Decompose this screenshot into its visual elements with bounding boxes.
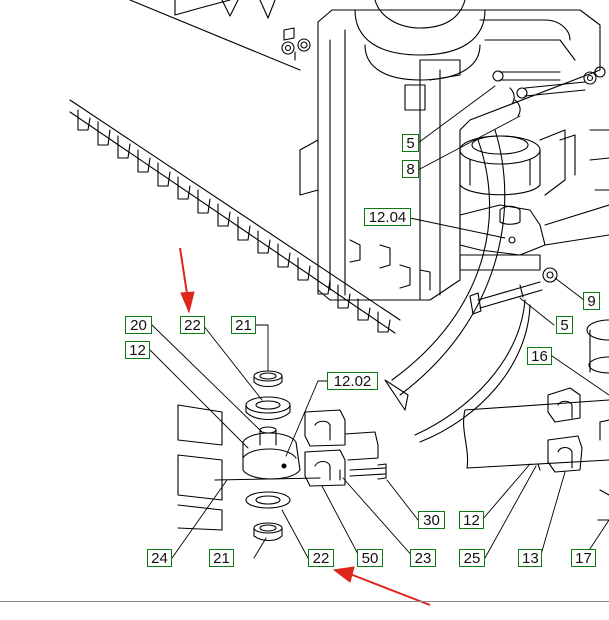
lower-arm-12-04 <box>459 204 609 271</box>
callout-12-02: 12.02 <box>327 372 378 390</box>
callout-21-top: 21 <box>231 316 256 334</box>
page-bottom-rule <box>0 601 609 602</box>
callout-13: 13 <box>518 549 542 567</box>
callout-50: 50 <box>357 549 383 567</box>
callout-5-right: 5 <box>556 316 573 334</box>
callout-30: 30 <box>418 511 445 529</box>
callout-8: 8 <box>402 160 419 178</box>
callout-22-top: 22 <box>180 316 205 334</box>
assembly-curved-arrows <box>384 129 531 443</box>
pivot-hub <box>459 129 609 196</box>
callout-12-bottom: 12 <box>459 511 484 529</box>
leader-lines <box>149 85 609 559</box>
callout-12-left: 12 <box>125 341 150 359</box>
top-bolt-washers <box>281 27 311 61</box>
center-blocks <box>304 409 387 487</box>
callout-17: 17 <box>571 549 596 567</box>
callout-9: 9 <box>583 292 600 310</box>
callout-20: 20 <box>125 316 152 334</box>
top-bracket-fragment <box>129 0 301 71</box>
shaft-right <box>463 319 609 521</box>
callout-21-bottom: 21 <box>209 549 234 567</box>
housing-right-bolts <box>492 66 606 117</box>
pin-assembly-left <box>177 370 321 542</box>
callout-25: 25 <box>459 549 485 567</box>
callout-12-04: 12.04 <box>364 208 411 226</box>
callout-5-top: 5 <box>402 134 419 152</box>
red-arrow-bottom <box>332 566 431 606</box>
main-housing <box>299 0 601 301</box>
red-arrow-top <box>179 247 195 314</box>
callout-22-bottom: 22 <box>308 549 334 567</box>
callout-24: 24 <box>147 549 172 567</box>
callout-23: 23 <box>410 549 436 567</box>
bolt-5-washer-9 <box>469 267 558 315</box>
callout-16: 16 <box>527 347 552 365</box>
chain <box>69 99 401 334</box>
